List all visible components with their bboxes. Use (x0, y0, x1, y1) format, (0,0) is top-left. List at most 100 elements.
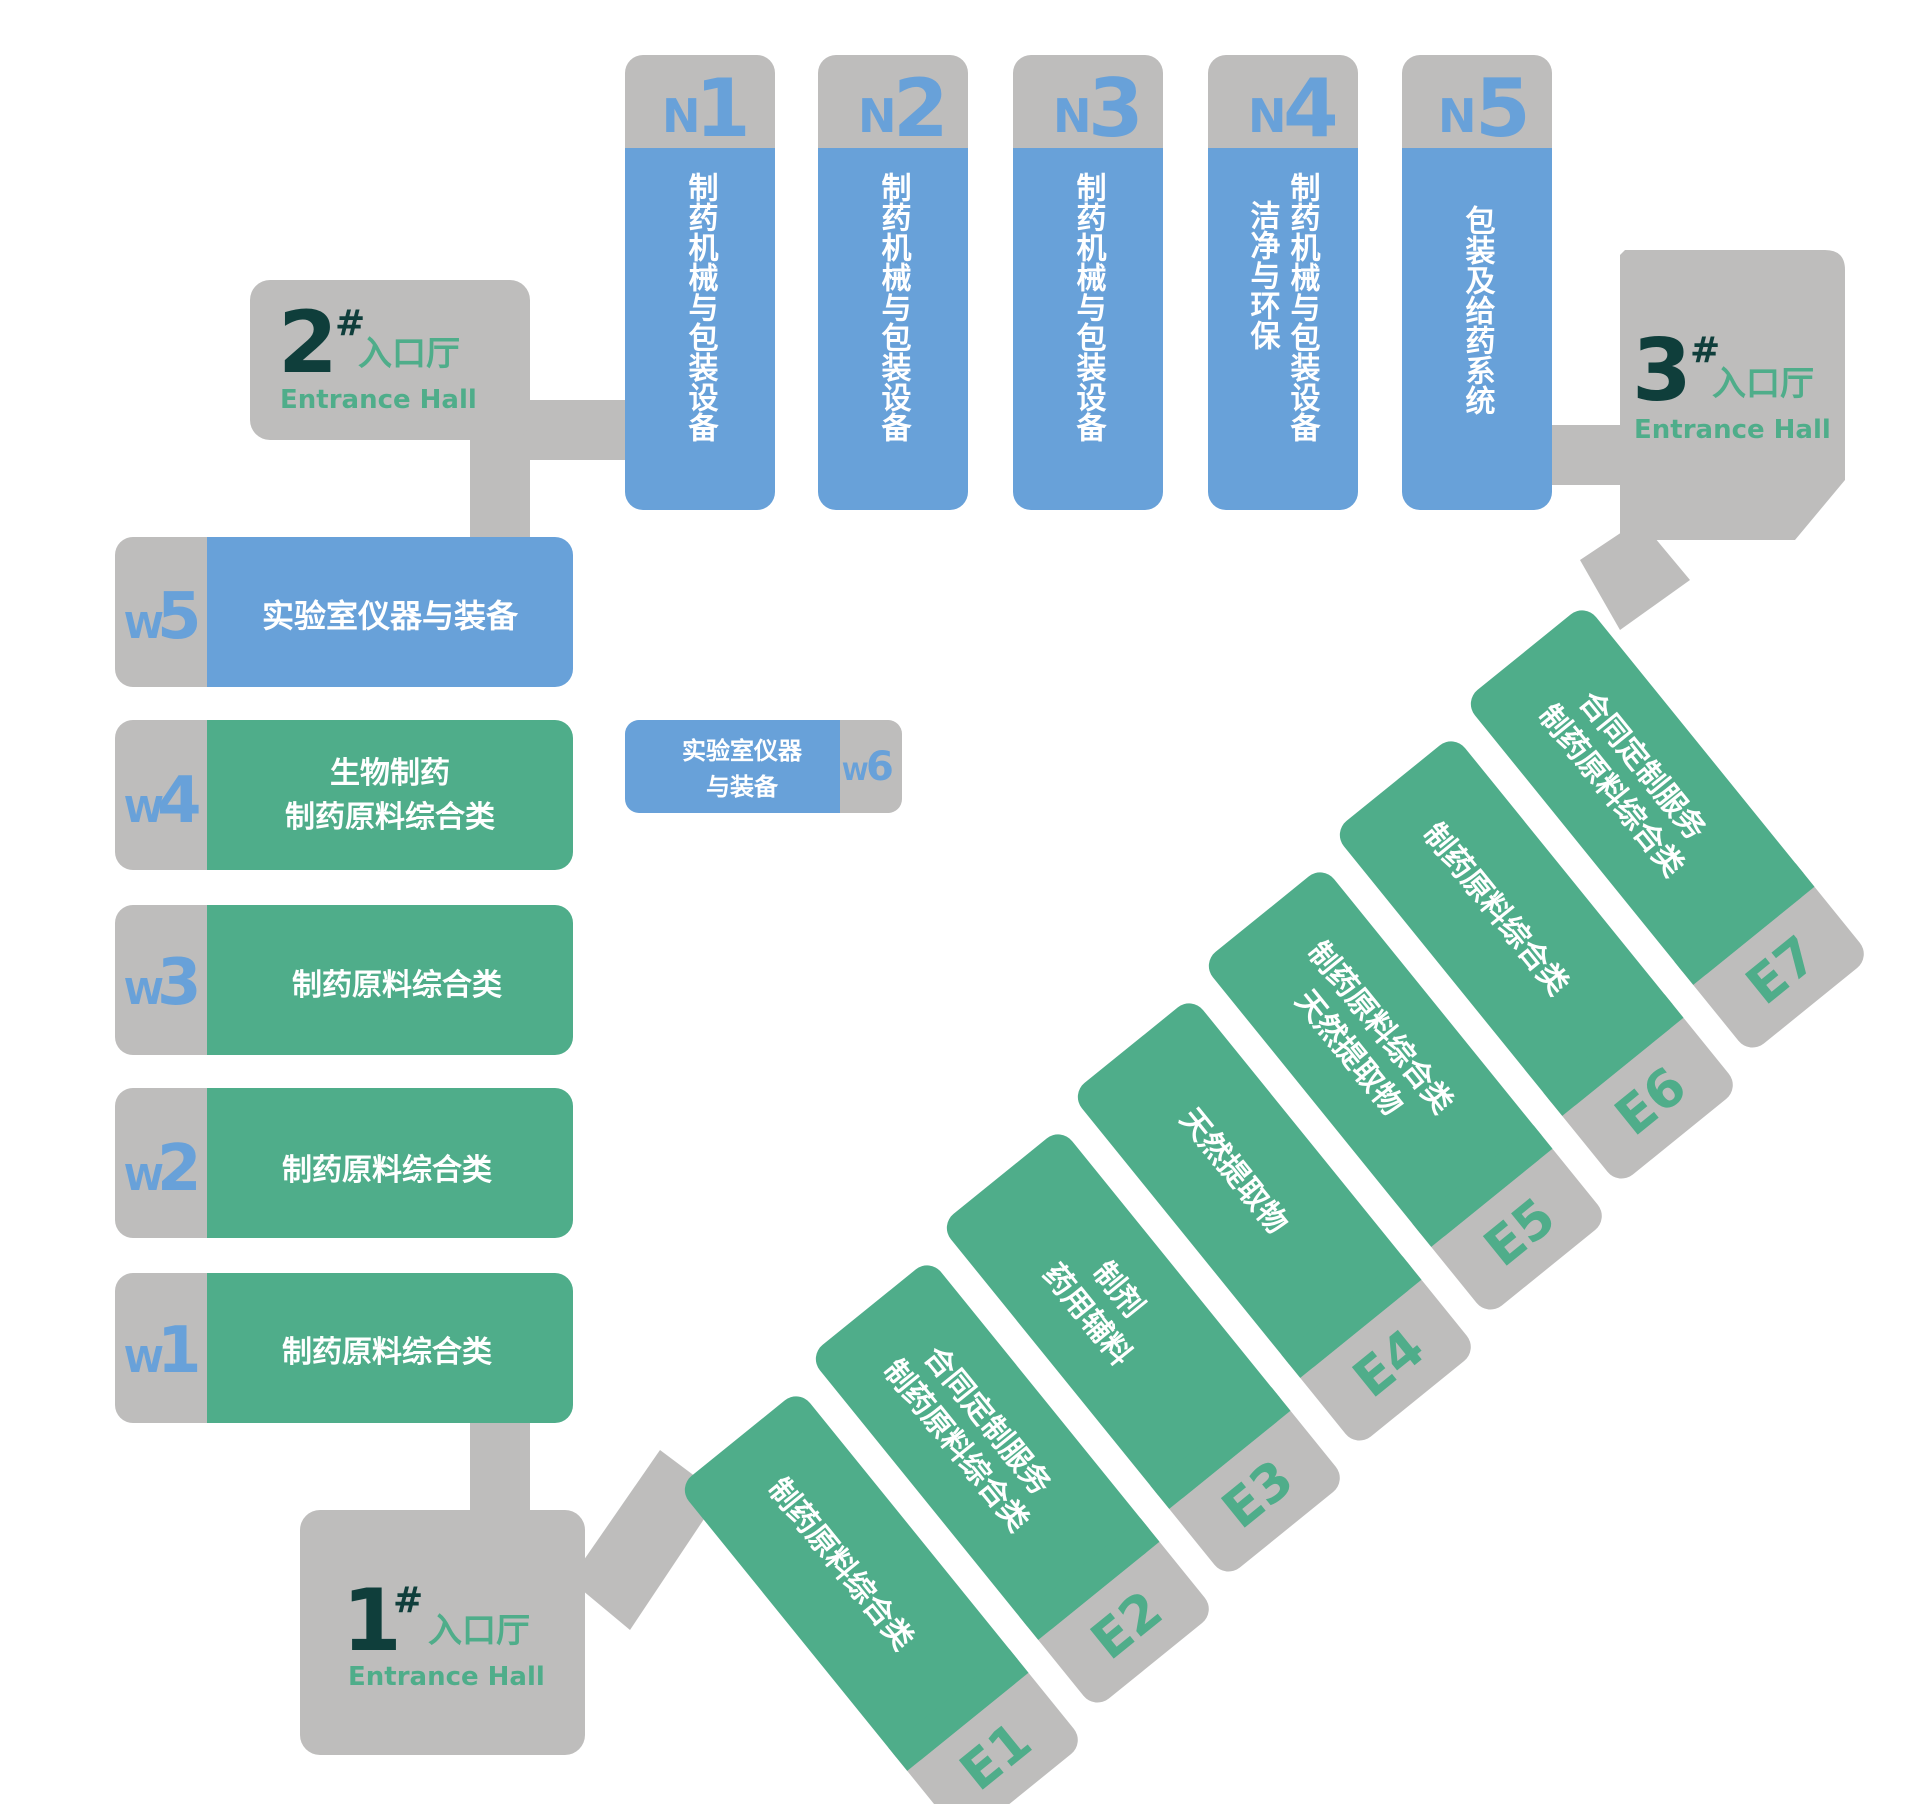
corridor-hall1-to-w1 (470, 1410, 530, 1520)
hall-w3-code-num: 3 (157, 946, 202, 1020)
hall-e3-body-end (1150, 1387, 1291, 1509)
hall-n5[interactable]: N 5 包装及给药系统 (1402, 55, 1552, 510)
hall-w2-body (207, 1088, 573, 1238)
hall-w5-body-left (207, 537, 237, 687)
hall-n1-body (625, 148, 775, 510)
hall-w2-label-line-1: 制药原料综合类 (282, 1153, 492, 1188)
hall-w3-body (207, 905, 573, 1055)
hall-e7-body-end (1674, 863, 1815, 985)
hall-e5-body (1208, 872, 1546, 1240)
hall-w4-code-letter: W (124, 790, 164, 831)
hall-n1-code-letter: N (662, 89, 701, 143)
hall-3-en: Entrance Hall (1634, 415, 1831, 445)
hall-w2-code-num: 2 (157, 1132, 202, 1206)
hall-e7-body (1470, 610, 1808, 978)
hall-n2-cap (818, 55, 968, 175)
hall-e2-cap (1020, 1517, 1209, 1703)
hall-w4[interactable]: W 4 生物制药 制药原料综合类 (115, 720, 573, 870)
hall-w2-code-letter: W (124, 1158, 164, 1199)
hall-w5-code-num: 5 (157, 580, 202, 654)
hall-n5-label-line-1: 包装及给药系统 (1460, 204, 1496, 416)
hall-3-block (1620, 250, 1845, 540)
hall-e6-body-end (1543, 994, 1684, 1116)
hall-w6-code-num: 6 (866, 744, 894, 790)
hall-n3-cap (1013, 55, 1163, 175)
hall-n4-body-top (1208, 148, 1358, 178)
entrance-hall-2: 2 # 入口厅 Entrance Hall (250, 280, 530, 440)
hall-n2-body-top (818, 148, 968, 178)
hall-w3[interactable]: W 3 制药原料综合类 (115, 905, 573, 1055)
hall-n4-label-line-1: 制药机械与包装设备 (1285, 172, 1321, 442)
hall-n4-code-letter: N (1248, 89, 1287, 143)
hall-e2-body (815, 1265, 1153, 1633)
entrance-hall-3: 3 # 入口厅 Entrance Hall (1620, 250, 1845, 540)
hall-w1-code-num: 1 (157, 1314, 202, 1388)
hall-2-block (250, 280, 530, 440)
hall-n5-code-num: 5 (1475, 62, 1531, 155)
hall-n3-code-num: 3 (1088, 62, 1144, 155)
hall-3-number: 3 (1632, 321, 1692, 421)
hall-n3[interactable]: N 3 制药机械与包装设备 (1013, 55, 1163, 510)
hall-w6-code-letter: W (842, 758, 868, 786)
hall-1-hash: # (393, 1580, 423, 1621)
hall-2-hash: # (335, 303, 365, 344)
hall-w4-label-line-2: 制药原料综合类 (285, 800, 495, 835)
hall-n4-body (1208, 148, 1358, 510)
north-halls: N 1 制药机械与包装设备 N 2 制药机械与包装设备 N 3 制药机械与包装设… (625, 55, 1552, 510)
hall-n1[interactable]: N 1 制药机械与包装设备 (625, 55, 775, 510)
hall-2-cn: 入口厅 (358, 334, 460, 374)
hall-1-number: 1 (342, 1571, 402, 1671)
hall-n1-cap (625, 55, 775, 175)
hall-3-hash: # (1690, 330, 1720, 371)
hall-e5-body-end (1412, 1125, 1553, 1247)
hall-w3-cap (115, 905, 235, 1055)
hall-w6-body (625, 720, 840, 813)
hall-n5-body-top (1402, 148, 1552, 178)
hall-w5[interactable]: W 5 实验室仪器与装备 (115, 537, 573, 687)
hall-n1-code-num: 1 (695, 62, 751, 155)
hall-e1-body (684, 1396, 1022, 1764)
hall-w1-label-line-1: 制药原料综合类 (282, 1335, 492, 1370)
hall-2-en: Entrance Hall (280, 385, 477, 415)
hall-w6[interactable]: W 6 实验室仪器 与装备 (625, 720, 902, 813)
hall-n1-body-top (625, 148, 775, 178)
hall-n1-label-line-1: 制药机械与包装设备 (683, 172, 719, 442)
hall-n2[interactable]: N 2 制药机械与包装设备 (818, 55, 968, 510)
hall-n4[interactable]: N 4 制药机械与包装设备 洁净与环保 (1208, 55, 1358, 510)
hall-w6-cap (820, 720, 902, 813)
hall-n5-cap (1402, 55, 1552, 175)
hall-2-number: 2 (278, 293, 338, 393)
corridor-hall2-to-n1 (520, 400, 640, 460)
hall-1-en: Entrance Hall (348, 1662, 545, 1692)
hall-n3-code-letter: N (1053, 89, 1092, 143)
hall-e1-body-end (888, 1649, 1029, 1771)
hall-w2[interactable]: W 2 制药原料综合类 (115, 1088, 573, 1238)
hall-n2-code-letter: N (858, 89, 897, 143)
hall-w5-cap (115, 537, 235, 687)
hall-w4-body-left (207, 720, 237, 870)
hall-w3-label-line-1: 制药原料综合类 (292, 968, 502, 1003)
hall-w1[interactable]: W 1 制药原料综合类 (115, 1273, 573, 1423)
hall-e6-cap (1544, 993, 1733, 1179)
hall-w1-body-left (207, 1273, 237, 1423)
hall-n4-code-num: 4 (1283, 62, 1339, 155)
hall-e3-cap (1151, 1386, 1340, 1572)
corridors (470, 400, 1690, 1630)
hall-w4-body (207, 720, 573, 870)
hall-e4-body (1077, 1003, 1415, 1371)
hall-w5-label-line-1: 实验室仪器与装备 (262, 597, 519, 635)
hall-n2-label-line-1: 制药机械与包装设备 (876, 172, 912, 442)
hall-1-cn: 入口厅 (428, 1611, 530, 1651)
hall-e4-cap (1282, 1255, 1471, 1441)
west-halls: W 5 实验室仪器与装备 W 4 生物制药 制药原料综合类 W 3 制药原料综合… (115, 537, 573, 1423)
hall-n5-body (1402, 148, 1552, 510)
hall-n4-cap (1208, 55, 1358, 175)
hall-e5-cap (1413, 1124, 1602, 1310)
